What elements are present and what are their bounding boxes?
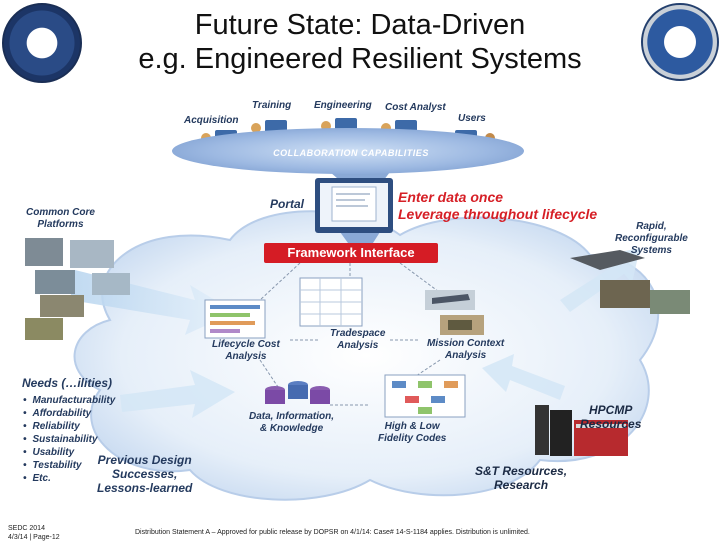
role-engineering: Engineering: [314, 100, 372, 111]
hpcmp-label: HPCMP Resources: [580, 403, 642, 431]
needs-title: Needs (…ilities): [22, 376, 113, 390]
flow-line-1: [259, 262, 301, 301]
collaboration-bar: [172, 128, 524, 174]
server-racks: [535, 405, 628, 456]
role-acquisition: Acquisition: [184, 115, 239, 126]
flow-line-6: [259, 359, 281, 391]
lifecycle-cost-label: Lifecycle Cost Analysis: [212, 339, 280, 362]
data-cloud: [73, 210, 660, 501]
portal-to-framework-arrow: [340, 232, 380, 243]
footer-distribution-statement: Distribution Statement A – Approved for …: [135, 529, 530, 536]
needs-item: Testability: [23, 459, 115, 472]
database-cylinders: [265, 381, 330, 404]
needs-list: Manufacturability Affordability Reliabil…: [23, 394, 116, 485]
arrow-from-hpcmp: [482, 354, 565, 400]
common-core-label: Common Core Platforms: [26, 207, 95, 230]
portal-monitor: [315, 178, 393, 233]
previous-design-label: Previous Design Successes, Lessons-learn…: [97, 453, 193, 495]
role-cost-analyst: Cost Analyst: [385, 102, 446, 113]
collaboration-label: COLLABORATION CAPABILITIES: [273, 148, 429, 158]
dod-seal-logo: [2, 3, 82, 83]
lifecycle-cost-screens: [204, 299, 266, 339]
portal-label: Portal: [270, 197, 305, 211]
rapid-systems-photos: [570, 250, 690, 314]
tradespace-label: Tradespace Analysis: [330, 328, 386, 351]
st-resources-label: S&T Resources, Research: [475, 464, 568, 492]
data-information-label: Data, Information, & Knowledge: [249, 411, 335, 434]
mission-context-label: Mission Context Analysis: [427, 338, 505, 361]
mission-context-images: [425, 290, 484, 335]
role-users: Users: [458, 113, 486, 124]
arrow-from-needs: [120, 370, 235, 418]
needs-item: Sustainability: [23, 433, 115, 446]
framework-interface-banner: Framework Interface: [264, 243, 438, 263]
footer-date-page: SEDC 2014 4/3/14 | Page-12: [8, 525, 60, 541]
platform-photos: [25, 238, 130, 340]
page-title: Future State: Data-Driven e.g. Engineere…: [138, 9, 582, 75]
needs-item: Etc.: [23, 472, 115, 485]
high-low-fidelity-flowchart: [384, 374, 466, 418]
needs-item: Manufacturability: [23, 394, 116, 407]
rapid-systems-label: Rapid, Reconfigurable Systems: [615, 221, 688, 256]
needs-item: Reliability: [23, 420, 115, 433]
role-training: Training: [252, 100, 292, 111]
tradespace-screen: [299, 277, 363, 327]
needs-item: Affordability: [23, 407, 115, 420]
high-low-fidelity-label: High & Low Fidelity Codes: [378, 421, 447, 444]
enter-data-label: Enter data once Leverage throughout life…: [398, 189, 598, 222]
dopsr-seal-logo: [641, 3, 719, 81]
needs-item: Usability: [23, 446, 115, 459]
